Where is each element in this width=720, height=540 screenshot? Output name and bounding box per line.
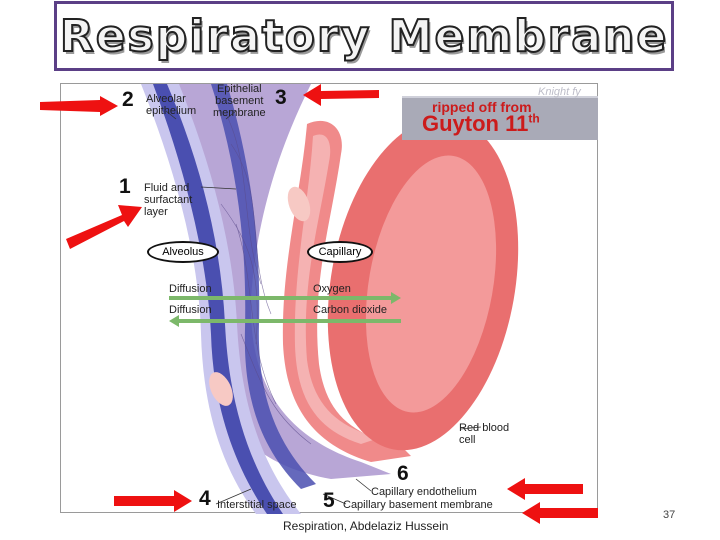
red-blood-cell xyxy=(327,117,519,451)
red-arrow-2 xyxy=(40,96,118,116)
watermark-sup: th xyxy=(528,111,540,126)
red-arrow-1 xyxy=(66,205,142,249)
label-diffusion-1: Diffusion xyxy=(169,283,212,295)
oval-capillary: Capillary xyxy=(307,241,373,263)
label-interstitial-space: Interstitial space xyxy=(217,499,297,511)
label-capillary-endothelium: Capillary endothelium xyxy=(371,486,477,498)
label-carbon-dioxide: Carbon dioxide xyxy=(313,304,387,316)
number-5: 5 xyxy=(323,489,335,512)
number-4: 4 xyxy=(199,487,211,510)
label-epithelial-basement-membrane: Epithelial basement membrane xyxy=(213,83,266,119)
label-diffusion-2: Diffusion xyxy=(169,304,212,316)
label-oxygen: Oxygen xyxy=(313,283,351,295)
number-3: 3 xyxy=(275,86,287,109)
slide-title: Respiratory Membrane xyxy=(59,10,669,63)
footer-credit: Respiration, Abdelaziz Hussein xyxy=(283,519,449,533)
number-6: 6 xyxy=(397,462,409,485)
label-red-blood-cell: Red blood cell xyxy=(459,422,510,446)
red-arrow-5 xyxy=(522,502,598,524)
watermark-guyton: Guyton 11 xyxy=(422,111,529,136)
diffusion-arrows xyxy=(169,292,401,327)
label-alveolar-epithelium: Alveolar epithelium xyxy=(146,93,197,117)
number-2: 2 xyxy=(122,88,134,111)
label-capillary-basement-membrane: Capillary basement membrane xyxy=(343,499,493,511)
leader-lines xyxy=(165,110,482,505)
title-box: Respiratory Membrane xyxy=(54,1,674,71)
page-number: 37 xyxy=(663,509,676,521)
respiratory-membrane-figure: Alveolar epithelium Epithelial basement … xyxy=(60,83,598,514)
membrane-drawing xyxy=(141,84,519,514)
label-fluid-surfactant: Fluid and surfactant layer xyxy=(144,182,193,218)
red-arrow-6 xyxy=(507,478,583,500)
red-arrow-3 xyxy=(303,84,379,106)
oval-alveolus: Alveolus xyxy=(147,241,219,263)
watermark-line2: Guyton 11th xyxy=(422,111,540,137)
interstitial-fibers xyxy=(220,113,312,445)
number-1: 1 xyxy=(119,175,131,198)
epithelial-basement-membrane xyxy=(211,84,316,489)
red-arrow-4 xyxy=(114,490,192,512)
watermark-ghost: Knight fy xyxy=(538,86,581,98)
guyton-watermark: Knight fy ripped off from Guyton 11th xyxy=(402,86,598,140)
watermark-line1: ripped off from xyxy=(432,99,532,115)
